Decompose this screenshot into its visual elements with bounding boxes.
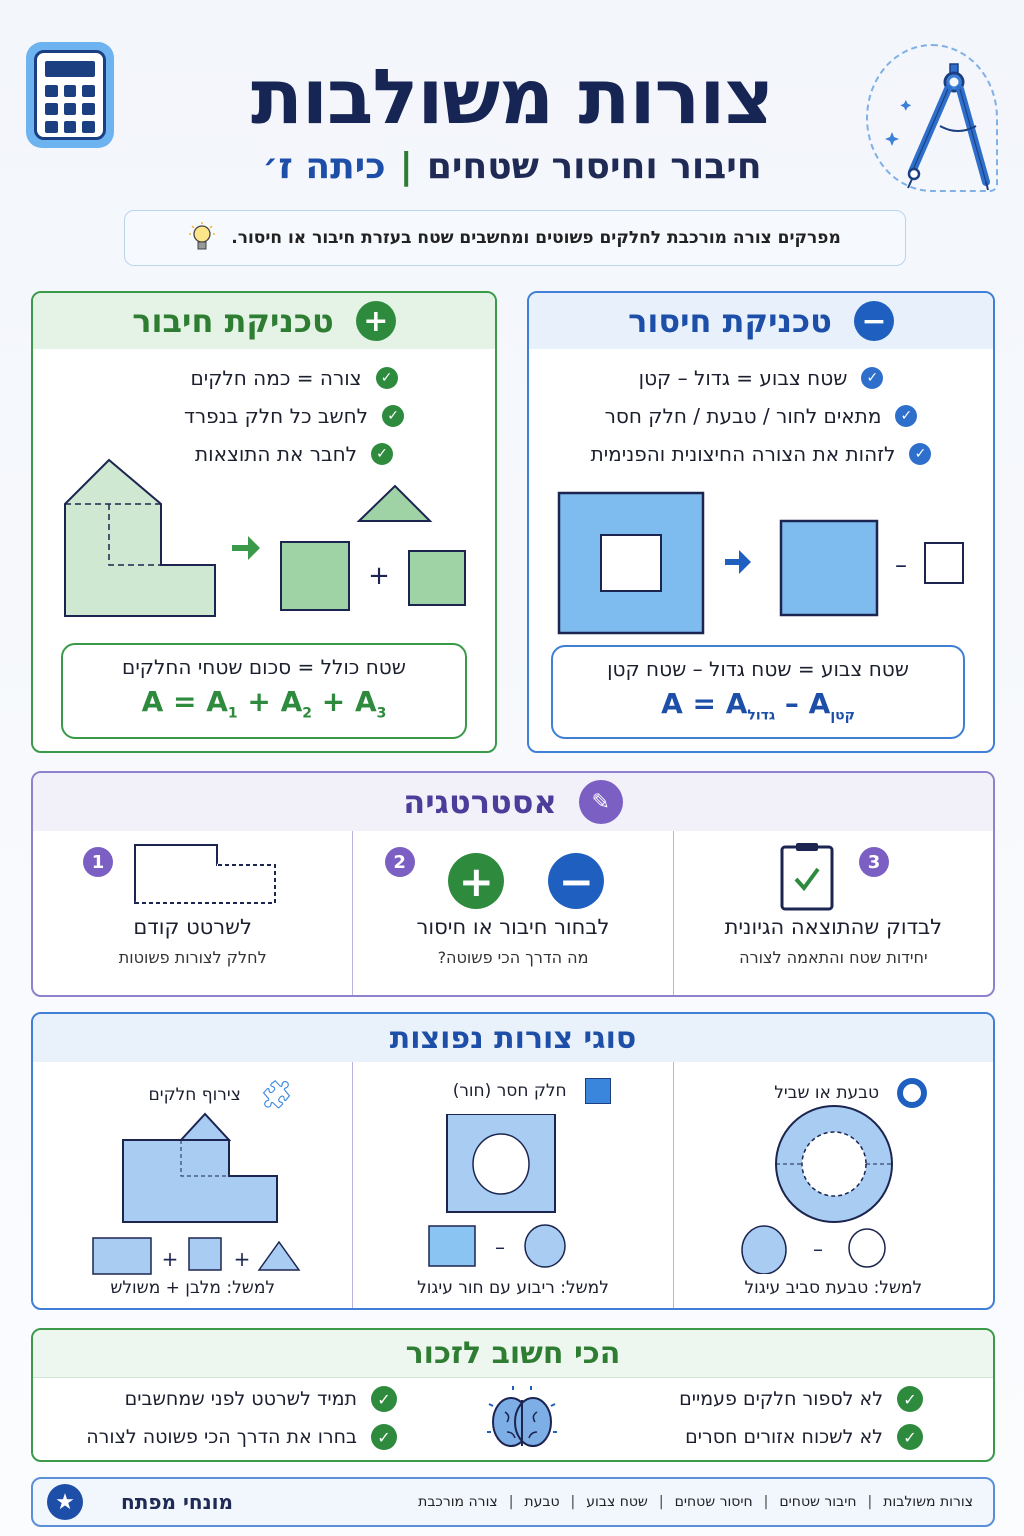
star-icon: ★ [47,1484,83,1520]
check-icon: ✓ [382,405,405,427]
list-item: ✓לחבר את התוצאות [33,435,495,473]
check-icon: ✓ [371,1424,397,1450]
subtraction-header: − טכניקת חיסור [529,293,993,349]
lightbulb-icon [189,222,216,250]
subtraction-diagram: – [557,491,964,635]
page-title: צורות משולבות [251,52,774,141]
pencil-icon: ✎ [578,780,623,824]
compass-icon [866,44,998,192]
list-item: ✓בחרו את הדרך הכי פשוטה לצורה [86,1424,397,1450]
list-item: ✓לא לספור חלקים פעמיים [679,1386,923,1412]
check-icon: ✓ [909,443,932,465]
subtitle-separator: | [399,146,413,187]
list-item: ✓לחשב כל חלק בנפרד [33,397,495,435]
addition-formula: A = A1 + A2 + A3 [141,685,387,722]
type-ring: טבעת או שביל – למשל: טבעת סביב עיגול [674,1062,993,1308]
subtraction-technique-card: − טכניקת חיסור ✓שטח צבוע = גדול – קטן ✓מ… [527,291,995,753]
key-terms-title: מונחי מפתח [121,1490,234,1514]
calculator-icon [26,42,114,148]
strategy-header: ✎ אסטרטגיה [33,773,993,831]
step-number: 2 [384,847,415,877]
check-icon: ✓ [861,367,884,389]
grade-label: כיתה ז׳ [262,146,386,187]
hole-diagram: – [428,1114,567,1268]
minus-icon: − [548,853,605,909]
strategy-step-3: 3 לבדוק שהתוצאה הגיונית יחידות שטח והתאמ… [674,831,993,995]
key-term: טבעת [524,1494,560,1510]
remember-header: הכי חשוב לזכור [33,1330,993,1378]
addition-list: ✓צורה = כמה חלקים ✓לחשב כל חלק בנפרד ✓לח… [33,349,495,473]
addition-technique-card: + טכניקת חיבור ✓צורה = כמה חלקים ✓לחשב כ… [31,291,497,753]
strategy-card: ✎ אסטרטגיה 3 לבדוק שהתוצאה הגיונית יחידו… [31,771,995,997]
subtraction-formula: A = Aגדול – Aקטן [661,687,855,724]
list-item: ✓לא לשכוח אזורים חסרים [685,1424,923,1450]
addition-title: טכניקת חיבור [132,302,334,340]
types-header: סוגי צורות נפוצות [33,1014,993,1062]
key-term: חיסור שטחים [674,1494,753,1510]
types-list: טבעת או שביל – למשל: טבעת סביב עיגול חלק… [33,1062,993,1308]
check-icon: ✓ [897,1424,923,1450]
svg-text:–: – [813,1237,823,1261]
page-subtitle: חיבור וחיסור שטחים | כיתה ז׳ [0,146,1024,187]
type-hole: חלק חסר (חור) – למשל: ריבוע עם חור עיגול [353,1062,674,1308]
ring-icon [897,1078,927,1108]
key-term: צורה מורכבת [418,1494,498,1510]
list-item: ✓לזהות את הצורה החיצונית והפנימית [529,435,993,473]
sketch-shape-icon [134,844,277,905]
list-item: ✓מתאים לחור / טבעת / חלק חסר [529,397,993,435]
check-icon: ✓ [375,367,398,389]
strategy-step-2: 2 + − לבחור חיבור או חיסור מה הדרך הכי פ… [353,831,674,995]
ring-diagram: – [740,1105,893,1274]
addition-diagram: + [64,458,466,617]
clipboard-check-icon [780,843,834,911]
svg-text:–: – [495,1235,505,1259]
step-number: 3 [859,847,889,877]
subtraction-formula-box: שטח צבוע = שטח גדול – שטח קטן A = Aגדול … [551,645,965,739]
plus-sign: + [368,561,390,591]
key-terms-list: צורות משולבות| חיבור שטחים| חיסור שטחים|… [418,1494,973,1510]
tagline-text: מפרקים צורה מורכבת לחלקים פשוטים ומחשבים… [231,228,841,248]
key-term: שטח צבוע [586,1494,648,1510]
subtraction-list: ✓שטח צבוע = גדול – קטן ✓מתאים לחור / טבע… [529,349,993,473]
key-terms-bar: צורות משולבות| חיבור שטחים| חיסור שטחים|… [31,1477,995,1527]
list-item: ✓שטח צבוע = גדול – קטן [529,359,993,397]
common-shapes-card: סוגי צורות נפוצות טבעת או שביל – למשל: ט… [31,1012,995,1310]
square-icon [584,1078,611,1104]
svg-text:–: – [895,551,907,579]
key-term: חיבור שטחים [779,1494,857,1510]
puzzle-icon: 🧩︎ [258,1078,295,1111]
check-icon: ✓ [371,443,394,465]
strategy-steps: 3 לבדוק שהתוצאה הגיונית יחידות שטח והתאמ… [33,831,993,995]
type-combination: 🧩︎ צירוף חלקים + + למשל: מלבן + משולש [33,1062,354,1308]
minus-icon: − [853,301,894,341]
list-item: ✓צורה = כמה חלקים [33,359,495,397]
plus-icon: + [355,301,396,341]
key-term: צורות משולבות [883,1494,973,1510]
addition-formula-box: שטח כולל = סכום שטחי החלקים A = A1 + A2 … [61,643,467,739]
subtraction-title: טכניקת חיסור [628,302,832,340]
subtraction-formula-text: שטח צבוע = שטח גדול – שטח קטן [607,657,909,681]
combination-diagram: + + [92,1112,301,1275]
addition-formula-text: שטח כולל = סכום שטחי החלקים [122,655,406,679]
strategy-title: אסטרטגיה [403,783,557,821]
svg-text:+: + [234,1247,251,1271]
strategy-step-1: 1 לשרטט קודם לחלק לצורות פשוטות [33,831,354,995]
tagline-banner: מפרקים צורה מורכבת לחלקים פשוטים ומחשבים… [124,210,906,266]
remember-card: הכי חשוב לזכור ✓לא לספור חלקים פעמיים ✓ל… [31,1328,995,1462]
brain-icon [487,1386,557,1447]
svg-text:+: + [162,1247,179,1271]
addition-header: + טכניקת חיבור [33,293,495,349]
check-icon: ✓ [895,405,918,427]
list-item: ✓תמיד לשרטט לפני שמחשבים [125,1386,397,1412]
plus-icon: + [448,853,505,909]
check-icon: ✓ [897,1386,923,1412]
subtitle-main: חיבור וחיסור שטחים [426,146,762,187]
step-number: 1 [83,847,114,877]
check-icon: ✓ [371,1386,397,1412]
